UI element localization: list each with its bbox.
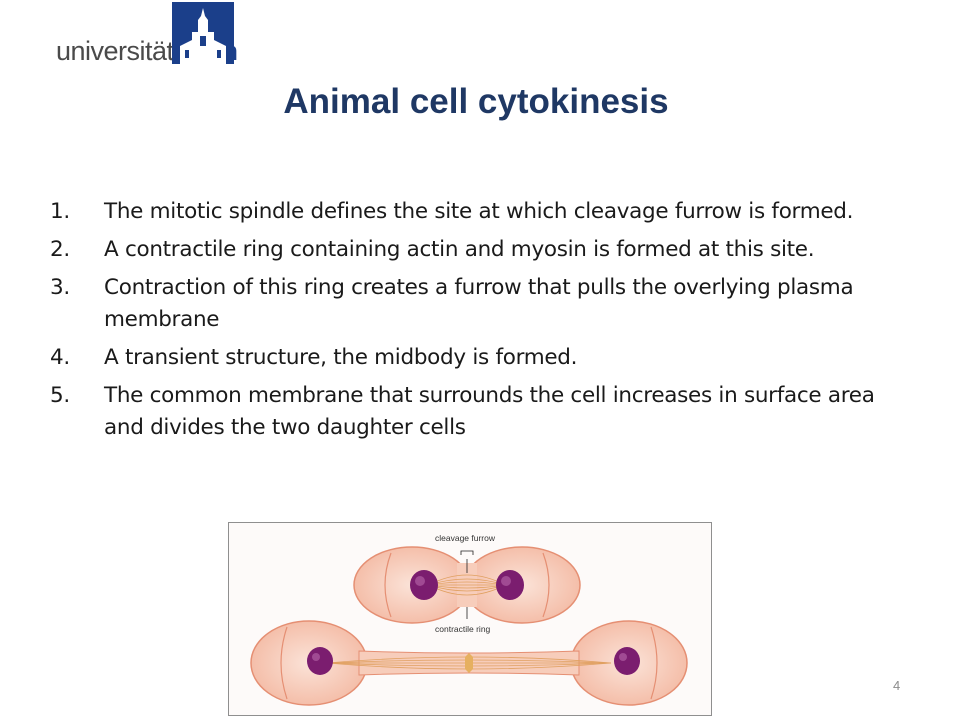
step-text: A transient structure, the midbody is fo…	[104, 345, 578, 370]
step-item: 3. Contraction of this ring creates a fur…	[50, 272, 910, 336]
page-number: 4	[893, 678, 901, 693]
step-number: 2.	[50, 237, 70, 262]
step-number: 3.	[50, 275, 70, 300]
step-text: The mitotic spindle defines the site at …	[104, 199, 854, 224]
university-building-icon	[172, 2, 234, 64]
slide-title: Animal cell cytokinesis	[283, 82, 669, 121]
step-number: 5.	[50, 383, 70, 408]
step-item: 2. A contractile ring containing actin an…	[50, 234, 910, 266]
separating-cell	[250, 620, 688, 706]
dividing-cell	[353, 546, 581, 624]
step-item: 4. A transient structure, the midbody is …	[50, 342, 910, 374]
step-number: 4.	[50, 345, 70, 370]
cytokinesis-figure: cleavage furrow contractile ring	[228, 522, 712, 716]
logo-prefix: universität	[56, 36, 174, 66]
step-text: Contraction of this ring creates a furro…	[104, 275, 854, 332]
contractile-ring-label: contractile ring	[435, 624, 491, 634]
university-logo: universitätbonn	[56, 2, 246, 68]
step-number: 1.	[50, 199, 70, 224]
steps-list: 1. The mitotic spindle defines the site a…	[50, 196, 910, 450]
cleavage-furrow-label: cleavage furrow	[435, 533, 496, 543]
step-item: 5. The common membrane that surrounds the…	[50, 380, 910, 444]
step-text: The common membrane that surrounds the c…	[104, 383, 875, 440]
step-item: 1. The mitotic spindle defines the site a…	[50, 196, 910, 228]
cytokinesis-illustration	[250, 546, 688, 706]
step-text: A contractile ring containing actin and …	[104, 237, 815, 262]
